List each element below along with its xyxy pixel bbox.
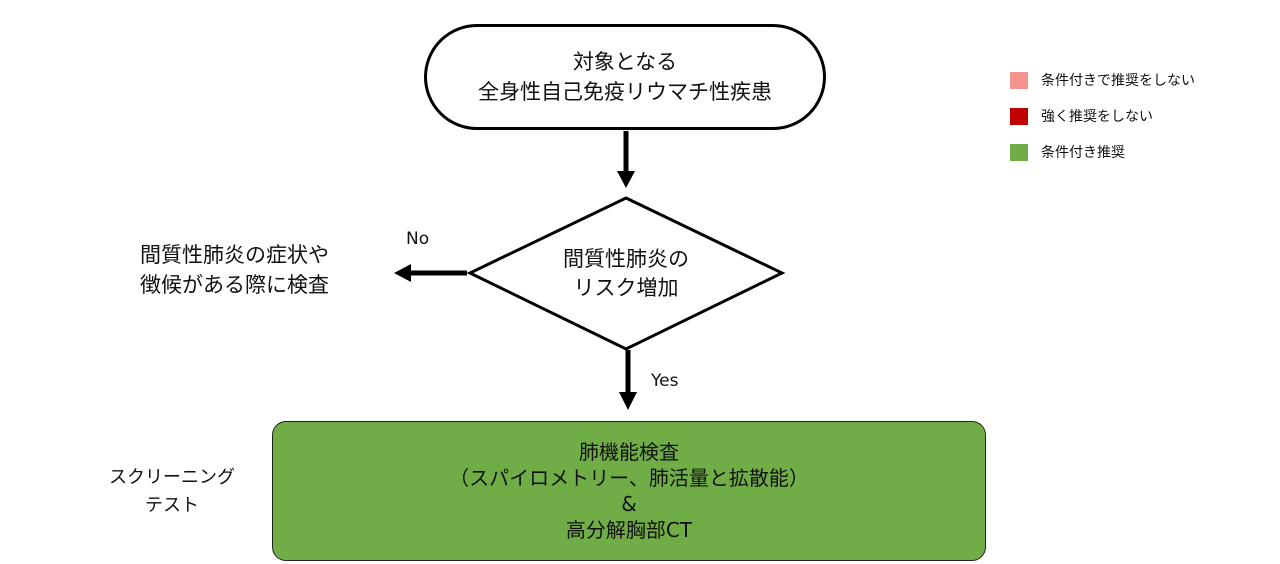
- start-node-line2: 全身性自己免疫リウマチ性疾患: [478, 80, 772, 104]
- no-label: No: [406, 229, 430, 249]
- yes-label: Yes: [651, 371, 679, 391]
- decision-line1: 間質性肺炎の: [563, 247, 689, 271]
- legend: 条件付きで推奨をしない 強く推奨をしない 条件付き推奨: [1010, 62, 1195, 170]
- stage-label-line1: スクリーニング: [109, 467, 235, 488]
- screening-test-box: 肺機能検査 （スパイロメトリー、肺活量と拡散能） & 高分解胸部CT: [272, 421, 986, 561]
- decision-diamond: [466, 196, 786, 351]
- legend-label: 条件付きで推奨をしない: [1041, 73, 1195, 89]
- arrow-decision-to-no-action: [394, 264, 467, 282]
- stage-label-line2: テスト: [145, 495, 199, 516]
- legend-swatch: [1010, 71, 1028, 89]
- screening-line2: （スパイロメトリー、肺活量と拡散能）: [449, 466, 809, 490]
- arrow-start-to-decision: [617, 131, 635, 188]
- no-action-line1: 間質性肺炎の症状や: [140, 243, 329, 267]
- start-node: 対象となる 全身性自己免疫リウマチ性疾患: [424, 24, 826, 130]
- start-node-line1: 対象となる: [572, 50, 678, 74]
- arrow-decision-to-screening: [619, 350, 637, 410]
- no-branch-action: 間質性肺炎の症状や 徴候がある際に検査: [140, 240, 380, 300]
- legend-item-conditional-for: 条件付き推奨: [1010, 134, 1195, 170]
- legend-label: 条件付き推奨: [1041, 145, 1125, 161]
- screening-line1: 肺機能検査: [579, 440, 679, 464]
- stage-label: スクリーニング テスト: [92, 464, 252, 520]
- screening-line3: &: [621, 492, 637, 516]
- legend-swatch: [1010, 143, 1028, 161]
- no-action-line2: 徴候がある際に検査: [140, 273, 329, 297]
- screening-line4: 高分解胸部CT: [565, 518, 693, 542]
- decision-node-text: 間質性肺炎の リスク増加: [470, 242, 782, 306]
- legend-item-strong-against: 強く推奨をしない: [1010, 98, 1195, 134]
- decision-line2: リスク増加: [573, 276, 679, 300]
- legend-swatch: [1010, 107, 1028, 125]
- legend-item-conditional-against: 条件付きで推奨をしない: [1010, 62, 1195, 98]
- legend-label: 強く推奨をしない: [1041, 109, 1153, 125]
